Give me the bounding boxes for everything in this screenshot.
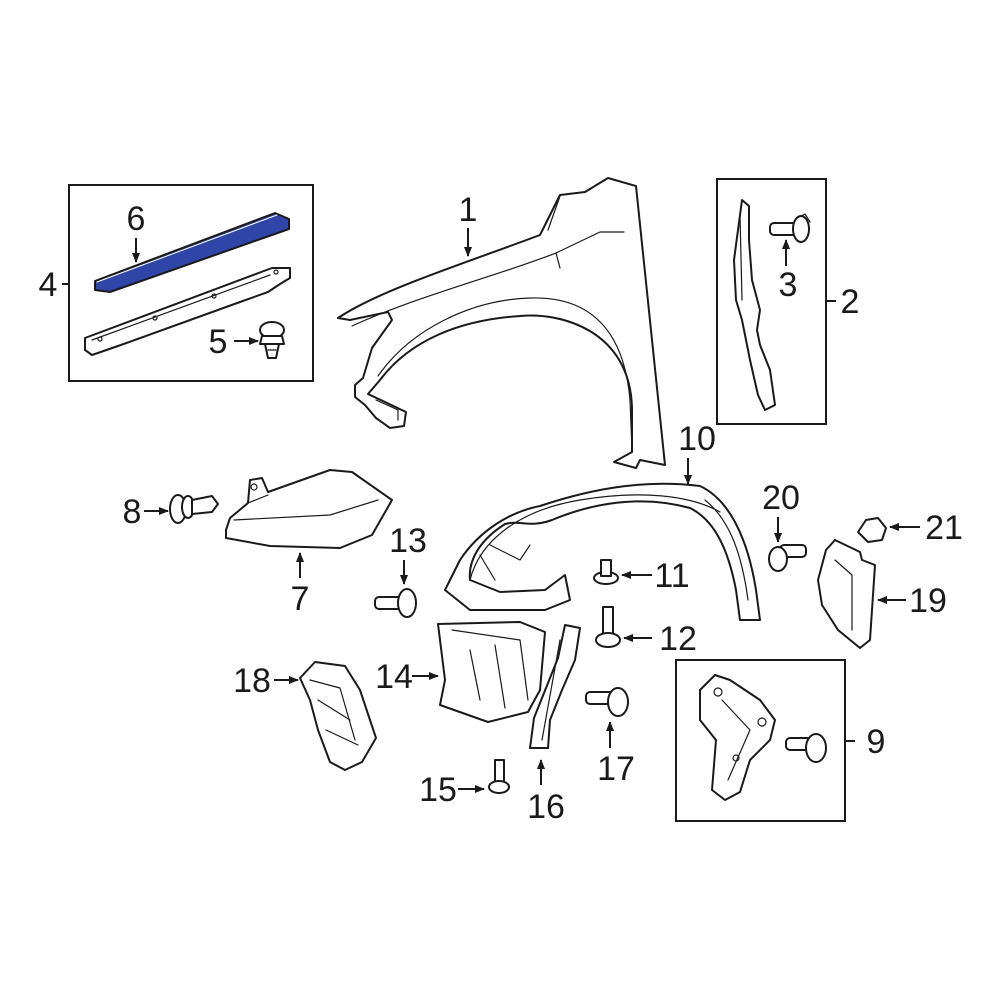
part-14-lower-shield[interactable] bbox=[437, 621, 546, 723]
callout-3: 3 bbox=[779, 266, 798, 304]
part-16-seal-strip[interactable] bbox=[529, 624, 581, 749]
callout-21: 21 bbox=[925, 509, 963, 547]
callout-18: 18 bbox=[233, 662, 271, 700]
part-17-bolt[interactable] bbox=[585, 687, 629, 717]
part-1-front-fender[interactable] bbox=[337, 177, 666, 469]
part-13-bolt[interactable] bbox=[374, 588, 417, 618]
part-10-wheel-liner[interactable] bbox=[444, 482, 761, 621]
callout-8: 8 bbox=[123, 493, 142, 531]
leader-lines bbox=[62, 228, 920, 793]
part-11-nut[interactable] bbox=[593, 559, 619, 585]
part-5-clip[interactable] bbox=[259, 321, 285, 359]
callout-19: 19 bbox=[909, 582, 947, 620]
part-20-bolt[interactable] bbox=[768, 544, 807, 572]
part-2-splash-shield[interactable] bbox=[733, 199, 776, 411]
part-15-bolt[interactable] bbox=[488, 759, 510, 794]
callout-2: 2 bbox=[841, 283, 860, 321]
callout-17: 17 bbox=[597, 750, 635, 788]
part-3-bolt[interactable] bbox=[769, 213, 811, 243]
part-8-push-clip[interactable] bbox=[169, 494, 219, 524]
callout-9: 9 bbox=[867, 723, 886, 761]
callout-1: 1 bbox=[459, 191, 478, 229]
part-4-support-bracket[interactable] bbox=[84, 267, 291, 356]
callout-4: 4 bbox=[39, 266, 58, 304]
callout-6: 6 bbox=[127, 200, 146, 238]
callout-20: 20 bbox=[762, 479, 800, 517]
part-9-mounting-bracket[interactable] bbox=[699, 674, 776, 801]
part-21-nut[interactable] bbox=[857, 517, 887, 543]
part-19-mud-guard[interactable] bbox=[817, 539, 876, 649]
callout-14: 14 bbox=[375, 658, 413, 696]
callout-7: 7 bbox=[291, 580, 310, 618]
part-18-front-cover[interactable] bbox=[299, 661, 377, 771]
part-12-bolt[interactable] bbox=[595, 606, 621, 648]
callout-labels: 1 2 3 4 5 6 7 8 9 10 11 12 13 14 15 16 1… bbox=[39, 191, 963, 826]
callout-12: 12 bbox=[659, 620, 697, 658]
callout-15: 15 bbox=[419, 771, 457, 809]
callout-16: 16 bbox=[527, 788, 565, 826]
callout-13: 13 bbox=[389, 522, 427, 560]
callout-11: 11 bbox=[654, 557, 689, 595]
part-9-bolt[interactable] bbox=[785, 733, 827, 763]
part-7-front-cover[interactable] bbox=[225, 469, 393, 549]
callout-5: 5 bbox=[209, 323, 228, 361]
callout-10: 10 bbox=[678, 420, 716, 458]
part-6-seal-strip[interactable] bbox=[94, 212, 290, 293]
